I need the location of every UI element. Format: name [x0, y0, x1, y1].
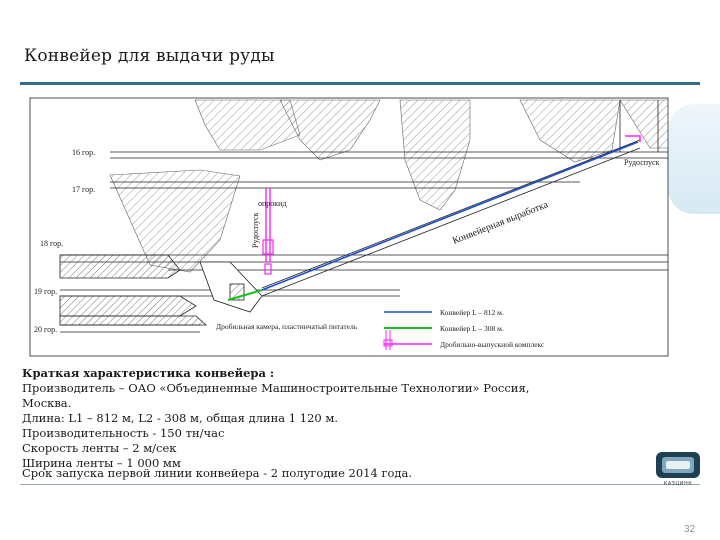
characteristics-line: Скорость ленты – 2 м/сек — [22, 441, 177, 455]
ore-body-center — [279, 99, 381, 161]
label-conveyor-drift: Конвейерная выработка — [451, 199, 550, 247]
company-logo-text: КАЗЦИНК — [663, 481, 693, 487]
ore-pass — [262, 188, 274, 275]
ore-bodies — [109, 99, 669, 273]
conveyor-l2-line — [227, 289, 263, 301]
bottom-divider — [20, 484, 700, 485]
characteristics-line: Производитель – ОАО «Объединенные Машино… — [22, 381, 530, 410]
label-rudospusk-vertical: Рудоспуск — [251, 212, 260, 248]
title-underline — [20, 82, 700, 85]
crusher-complex-line — [625, 135, 641, 142]
legend-label-1: Конвейер L – 812 м. — [440, 308, 504, 317]
label-level19: 19 гор. — [34, 287, 57, 296]
label-level20: 20 гор. — [34, 325, 57, 334]
legend-label-2: Конвейер L – 308 м. — [440, 324, 504, 333]
launch-date-text: Срок запуска первой линии конвейера - 2 … — [22, 466, 412, 480]
legend: Конвейер L – 812 м. Конвейер L – 308 м. … — [383, 308, 545, 350]
page-title: Конвейер для выдачи руды — [24, 46, 275, 66]
label-level16: 16 гор. — [72, 148, 95, 157]
stope-blocks — [59, 254, 208, 326]
label-level17: 17 гор. — [72, 185, 95, 194]
label-crusher-text: Дробильная камера, пластинчатый питатель — [216, 322, 358, 331]
label-level18: 18 гор. — [40, 239, 63, 248]
conveyor-drift — [261, 139, 641, 297]
characteristics-line: Производительность - 150 тн/час — [22, 426, 225, 440]
characteristics-heading: Краткая характеристика конвейера : — [22, 366, 275, 380]
label-openork: опрокид — [258, 199, 287, 208]
company-logo-icon — [656, 452, 700, 478]
ore-body-left-wedge — [109, 169, 241, 273]
characteristics-line: Длина: L1 – 812 м, L2 - 308 м, общая дли… — [22, 411, 338, 425]
legend-ore-pass-icon — [383, 330, 393, 350]
characteristics-line: Ширина ленты – 1 000 мм — [22, 456, 181, 470]
characteristics: Краткая характеристика конвейера : Произ… — [22, 366, 582, 471]
decorative-corner-tab — [668, 104, 720, 214]
crusher-chamber — [199, 261, 263, 313]
label-rudospusk: Рудоспуск — [624, 158, 660, 167]
ore-body-right-drop — [399, 99, 471, 211]
label-crusher: Дробильная камера, пластинчатый питатель — [216, 322, 358, 331]
ore-body-far-right — [519, 99, 621, 163]
legend-label-3: Дробильно-выпускной комплекс — [440, 340, 545, 349]
ore-body-upper-right — [619, 99, 669, 149]
conveyor-l1-line — [261, 141, 639, 291]
page-number: 32 — [684, 524, 696, 535]
diagram-frame — [29, 97, 669, 357]
